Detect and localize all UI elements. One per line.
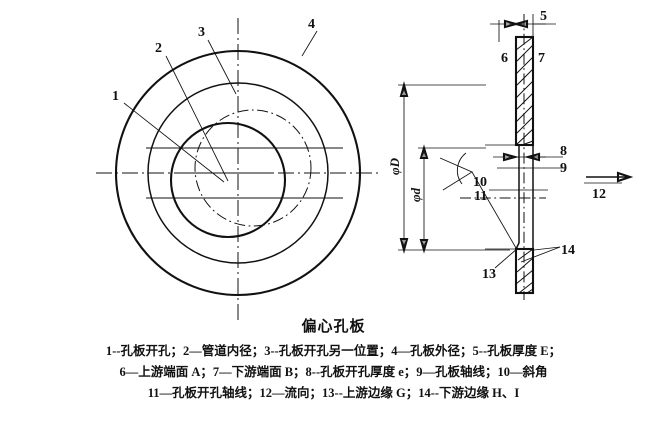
dimension-5-thickness: 5 (490, 9, 556, 42)
callout-10: 10 (473, 175, 487, 190)
engineering-drawing: 1 2 3 4 (96, 9, 634, 320)
callout-14: 14 (561, 243, 575, 258)
dimension-label-phi-D: φD (387, 157, 402, 175)
callout-8: 8 (560, 144, 567, 159)
leader-line-2 (165, 55, 229, 182)
callout-3: 3 (198, 25, 205, 40)
orifice-bore-circle (169, 121, 287, 239)
figure-caption: 偏心孔板 1--孔板开孔；2—管道内径；3--孔板开孔另一位置；4—孔板外径；5… (0, 318, 667, 404)
callout-2: 2 (155, 41, 162, 56)
legend-line-1: 1--孔板开孔；2—管道内径；3--孔板开孔另一位置；4—孔板外径；5--孔板厚… (105, 344, 562, 358)
callout-4: 4 (308, 17, 315, 32)
callout-7: 7 (538, 51, 545, 66)
dimension-8-bore-thickness: 8 (493, 144, 567, 162)
leader-14-downstream-edge: 14 (520, 243, 575, 263)
bevel-angle-marker: 10 (439, 152, 517, 249)
plate-bevel-wall (515, 144, 520, 250)
callout-12: 12 (592, 187, 606, 202)
dimension-phi-D: φD (387, 81, 510, 254)
leader-line-3 (207, 39, 237, 95)
leader-9-plate-axis: 9 (497, 161, 567, 176)
figure-title: 偏心孔板 (301, 319, 366, 335)
callout-5: 5 (540, 9, 547, 24)
dimension-label-phi-d: φd (408, 187, 423, 202)
callout-6: 6 (501, 51, 508, 66)
leader-line-4 (301, 30, 318, 57)
flow-direction-arrow: 12 (584, 171, 634, 202)
leader-line-1 (123, 102, 225, 183)
legend-line-3: 11—孔板开孔轴线；12—流向；13--上游边缘 G；14--下游边缘 H、I (147, 386, 520, 400)
front-view-group: 1 2 3 4 (96, 17, 382, 320)
callout-13: 13 (482, 267, 496, 282)
callout-9: 9 (560, 161, 567, 176)
leader-11-bore-axis: 11 (474, 189, 548, 204)
alternate-hole-position-circle (194, 109, 312, 227)
callout-11: 11 (474, 189, 487, 204)
legend-line-2: 6—上游端面 A；7—下游端面 B；8--孔板开孔厚度 e；9—孔板轴线；10—… (119, 365, 548, 379)
dimension-phi-d: φd (408, 144, 486, 254)
leader-13-upstream-edge: 13 (482, 247, 519, 282)
section-view-group: 5 6 7 8 9 11 (387, 9, 634, 300)
callout-1: 1 (112, 89, 119, 104)
